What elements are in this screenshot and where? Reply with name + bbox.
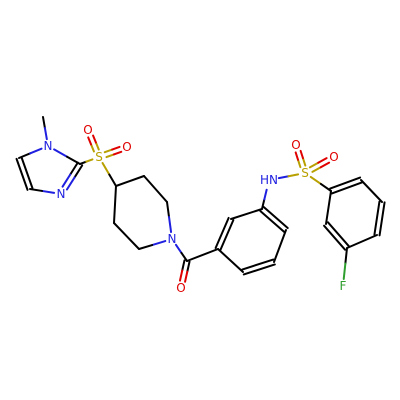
atom-label-f-fluoro: F [340,279,347,293]
bond-s2-o2a-line2-end [299,149,304,160]
bond-s1-o1a-line2-end [92,134,97,144]
bond-c3a-c2a [143,175,168,203]
bond-nh-s2-end [287,173,300,178]
bond-r6-r1 [217,248,244,273]
bond-cc-r1 [186,248,219,262]
atom-label-o-sulfonyl-2b: O [329,150,338,164]
bond-s2-o2a-line1-end [294,151,300,161]
bond-r5-r6-line1 [242,263,276,276]
bond-c2a-np-end [168,216,173,234]
bond-s2-q1-start [309,175,322,185]
bond-q6-q1 [325,190,332,225]
bond-c5a-c4p [113,185,117,224]
bond-c4-c5-line2 [20,156,34,190]
bond-n1-c2-start [53,148,69,158]
bond-c4p-c3a [115,175,145,187]
bond-c2-s1-start [79,160,88,165]
atom-label-n-methyl: N [44,139,53,153]
bond-c2-n3-line1-start [73,164,84,179]
atom-label-n-ring: N [57,187,66,201]
bond-cc-oc-line1-end [184,270,189,283]
bond-q5-f-start [344,247,348,265]
bond-r4-r5 [273,229,287,263]
bond-s2-o2b-line2-end [319,161,331,169]
bond-c2-n3-line2-end [61,173,72,188]
bond-c2-s1-end [85,158,94,163]
bond-s1-o1a-line2-start [94,141,100,151]
bond-q3-q4-line1 [378,201,386,237]
bond-c6a-c5a [113,222,140,250]
bond-q5-f-end [342,262,347,281]
bond-c2a-np-start [166,201,171,219]
bond-s1-o1a-line1-start [90,143,95,153]
bond-s1-o1a-line1-end [87,136,93,146]
bond-q5-q6-line2 [326,221,350,248]
bond-c2-n3-line1-end [65,176,76,191]
bond-r3-r4-line1 [262,206,289,230]
atom-label-o-carbonyl: O [176,281,185,295]
bond-c5-n1-start [18,152,32,159]
atom-label-nh-sulfonamide: HN [260,173,278,187]
bond-s1-o1b-line1-start [103,148,114,154]
bond-nh-s2-start [277,175,290,180]
bond-q2-q3 [360,179,383,203]
bond-c4-c5-line1 [15,157,29,191]
bond-s1-o1b-line2-end [112,150,123,156]
bond-r1-r2-line2 [219,219,235,252]
bond-s2-o2b-line2-start [311,166,322,173]
bond-me-n1-start [42,116,46,130]
bond-q4-q5 [346,234,378,249]
atom-label-s-imidazole-sulfonyl: S [95,150,103,164]
bond-r5-r6-line2 [241,258,275,271]
bond-s2-o2a-line1-start [297,158,302,169]
bond-c2-n3-line2-start [69,161,79,176]
bond-r3-r4-line2 [259,209,286,233]
bond-cc-oc-line2-end [178,269,184,282]
bond-np-cc-end [180,251,188,262]
bond-q1-q2-line2 [330,181,363,195]
bond-r3-nh-start [261,198,266,210]
atom-label-n-piperidine: N [168,232,177,246]
bond-r2-r3 [230,208,263,220]
bond-q5-q6-line1 [323,224,347,251]
bond-np-c6a-end [138,244,154,250]
bond-r3-nh-end [263,188,268,201]
bond-np-c6a-start [151,240,167,247]
bond-layer [15,116,386,283]
bond-s1-o1b-line2-start [105,153,115,159]
atom-label-s-sulfonamide: S [301,166,309,180]
bond-s1-c4p-start [101,162,111,176]
bond-s1-c4p-end [108,173,117,187]
atom-label-o-sulfonyl-1a: O [83,123,92,137]
bond-c5-n1-end [29,147,43,155]
bond-n3-c4-start [41,189,56,194]
bond-s2-o2b-line1-end [317,157,328,164]
atom-label-o-sulfonyl-2a: O [291,138,300,152]
bond-s2-q1-end [319,182,332,192]
bond-np-cc-start [174,243,183,254]
bond-s1-o1b-line1-end [111,145,121,151]
bond-r1-r2-line1 [214,216,230,249]
bond-q1-q2-line1 [329,176,362,190]
bond-s2-o2b-line1-start [308,161,320,169]
bond-n3-c4-end [29,188,44,192]
bond-cc-oc-line1-start [186,260,191,273]
atom-label-o-sulfonyl-1b: O [122,140,131,154]
bond-cc-oc-line2-start [181,259,186,272]
bond-q3-q4-line2 [373,200,381,236]
bond-me-n1-end [43,127,48,141]
bond-s2-o2a-line2-start [301,157,307,167]
